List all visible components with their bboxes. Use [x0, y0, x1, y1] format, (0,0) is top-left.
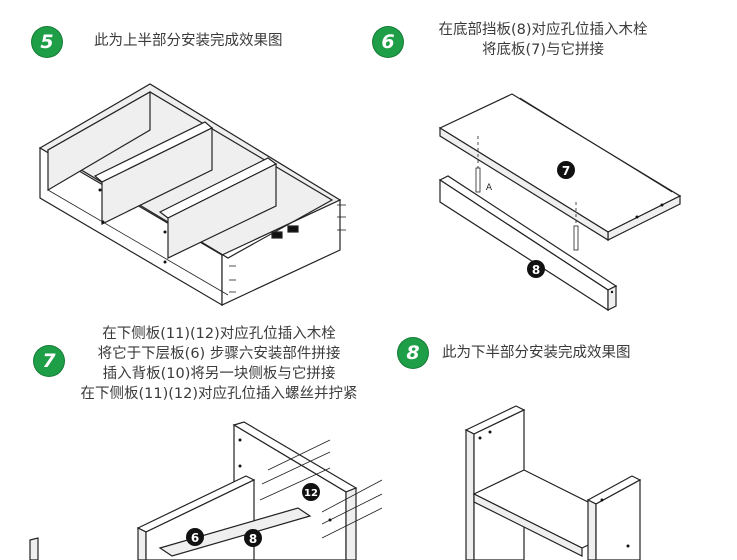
board-8-step7-label: 8 — [249, 532, 257, 546]
step-7-caption-line-4: 在下侧板(11)(12)对应孔位插入螺丝并拧紧 — [80, 386, 358, 402]
step-7-caption: 在下侧板(11)(12)对应孔位插入木栓 将它于下层板(6) 步骤六安装部件拼接… — [60, 324, 378, 404]
step-5-caption: 此为上半部分安装完成效果图 — [94, 31, 283, 51]
step-6-caption-line-2: 将底板(7)与它拼接 — [481, 42, 605, 58]
step-7-caption-line-3: 插入背板(10)将另一块侧板与它拼接 — [102, 366, 336, 382]
step-6-base-board-drawing: 7 8 A — [438, 93, 682, 312]
board-8-label: 8 — [532, 263, 540, 277]
label-a: A — [486, 183, 493, 193]
step-5-upper-cabinet-drawing — [38, 83, 346, 307]
step-6-caption-line-1: 在底部挡板(8)对应孔位插入木栓 — [438, 22, 648, 38]
step-8-caption-line: 此为下半部分安装完成效果图 — [442, 345, 631, 361]
step-7-lower-assembly-drawing: 12 6 8 — [29, 421, 383, 560]
step-7-number-badge: 7 — [34, 346, 64, 376]
step-8-caption: 此为下半部分安装完成效果图 — [442, 343, 631, 363]
step-6-caption: 在底部挡板(8)对应孔位插入木栓 将底板(7)与它拼接 — [418, 20, 668, 60]
step-7-caption-line-2: 将它于下层板(6) 步骤六安装部件拼接 — [97, 346, 341, 362]
step-6-number-badge: 6 — [373, 27, 403, 57]
board-12-label: 12 — [304, 488, 318, 499]
step-7-caption-line-1: 在下侧板(11)(12)对应孔位插入木栓 — [102, 326, 336, 342]
step-5-number-badge: 5 — [32, 27, 62, 57]
step-8-number-badge: 8 — [398, 338, 428, 368]
step-8-lower-half-drawing — [464, 405, 642, 560]
board-6-label: 6 — [191, 531, 199, 545]
board-7-label: 7 — [562, 164, 570, 178]
step-5-caption-line: 此为上半部分安装完成效果图 — [94, 33, 283, 49]
